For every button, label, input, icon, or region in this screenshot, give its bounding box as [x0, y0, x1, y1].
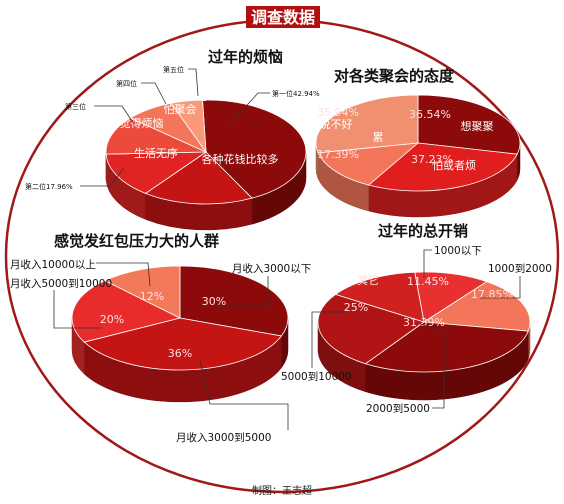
pie-3-pct-4: 12%: [140, 290, 164, 303]
pie-1-label-3: 不觉得烦恼: [109, 117, 164, 130]
chart3-title: 感觉发红包压力大的人群: [54, 232, 219, 250]
chart1-annotation-third: 第三位: [65, 102, 86, 111]
pie-2-pct-2: 37.23%: [411, 153, 453, 166]
pie-1-label-4: 怕聚会: [164, 103, 197, 116]
chart3-annotation-5000-10000: 月收入5000到10000: [10, 277, 112, 290]
pie-2-pct-4: 35.94%: [317, 106, 359, 119]
chart3-annotation-10000-plus: 月收入10000以上: [10, 258, 96, 271]
chart1-annotation-fifth: 第五位: [163, 65, 184, 74]
credit: 制图：王志超: [252, 484, 312, 497]
chart3-annotation-under-3000: 月收入3000以下: [232, 262, 311, 275]
chart4-annotation-2000-5000: 2000到5000: [366, 403, 430, 415]
chart4-annotation-5000-10000: 5000到10000: [281, 371, 352, 383]
pie-4-pct-2: 17.85%: [471, 288, 513, 301]
pie-2-pct-1: 36.54%: [409, 108, 451, 121]
pie-2-label-4: 说不好: [320, 117, 353, 131]
pie-4-pct-3: 31.39%: [403, 316, 445, 329]
pie-4-pct-1: 11.45%: [407, 275, 449, 288]
pie-2-pct-3: 17.39%: [317, 148, 359, 161]
chart1-annotation-fourth: 第四位: [116, 79, 137, 88]
pie-4-pct-4: 25%: [344, 301, 368, 314]
pie-1-label-5: 其他: [185, 90, 207, 103]
pie-4-pct-5: 其它: [357, 273, 379, 287]
pie-1-label-1: 各种花钱比较多: [202, 152, 279, 166]
chart3-annotation-3000-5000: 月收入3000到5000: [176, 431, 271, 444]
chart4-title: 过年的总开销: [378, 222, 468, 240]
pie-2-label-3: 累: [373, 131, 384, 144]
chart4-annotation-under-1000: 1000以下: [434, 245, 482, 257]
header-title: 调查数据: [251, 8, 315, 27]
pie-1-label-2: 生活无序: [134, 146, 178, 160]
pie-3-pct-3: 20%: [100, 313, 124, 326]
chart1-title: 过年的烦恼: [208, 48, 283, 66]
pie-3-pct-2: 36%: [168, 347, 192, 360]
chart1-annotation-second: 第二位17.96%: [25, 182, 73, 191]
chart4-annotation-1000-2000: 1000到2000: [488, 263, 552, 275]
chart2-title: 对各类聚会的态度: [334, 67, 455, 85]
pie-2-label-1: 想聚聚: [461, 119, 494, 133]
chart1-annotation-first: 第一位42.94%: [272, 89, 320, 98]
